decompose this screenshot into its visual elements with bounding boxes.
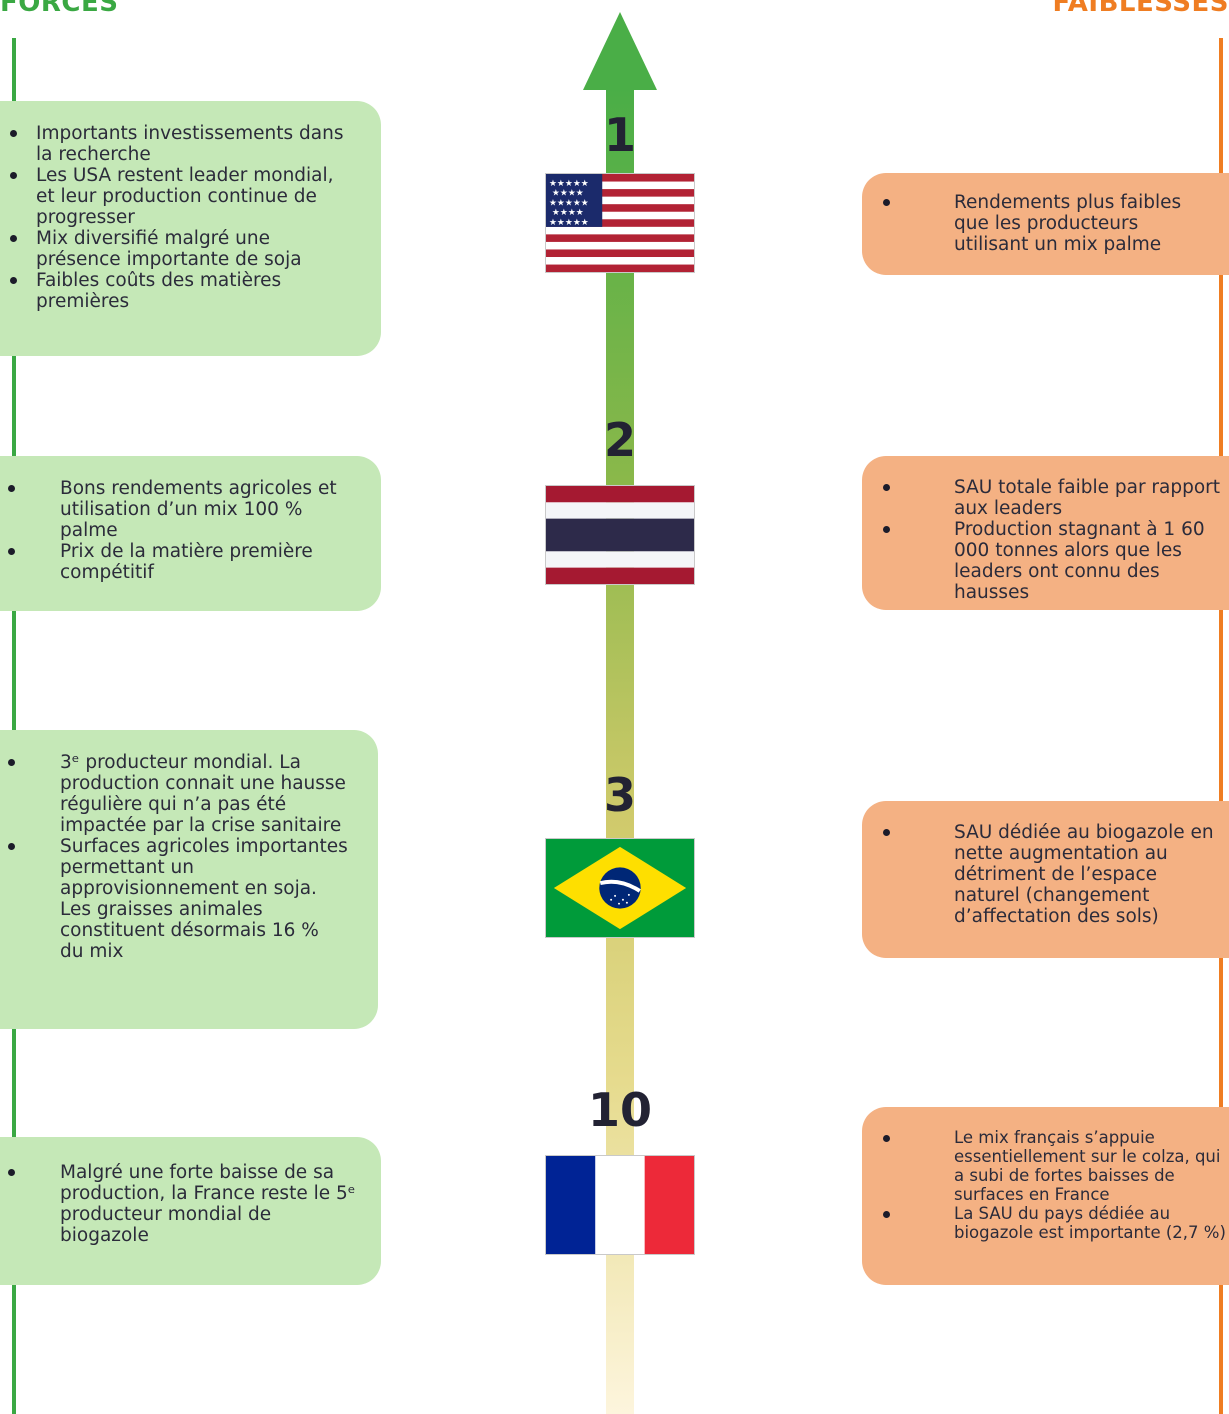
brazil-flag-icon: [545, 838, 695, 938]
rank-number-1: 1: [603, 108, 636, 162]
faiblesses-heading: FAIBLESSES: [1052, 0, 1229, 18]
forces-item: Faibles coûts des matières premières: [10, 270, 357, 312]
forces-heading: FORCES: [0, 0, 119, 18]
faiblesses-item: Le mix français s’appuie essentiellement…: [883, 1128, 1227, 1204]
svg-text:★★★★★: ★★★★★: [549, 218, 589, 228]
svg-text:★★★★: ★★★★: [552, 208, 584, 218]
faiblesses-axis-line: [1219, 38, 1223, 1414]
forces-item: Prix de la matière première compétitif: [8, 541, 361, 583]
thailand-flag-icon: [545, 485, 695, 585]
faiblesses-card-3: SAU dédiée au biogazole en nette augment…: [862, 801, 1229, 958]
forces-card-4: Malgré une forte baisse de sa production…: [0, 1137, 381, 1285]
forces-card-1: Importants investissements dans la reche…: [0, 101, 381, 356]
svg-text:★★★★★: ★★★★★: [549, 198, 589, 208]
france-flag-icon: [545, 1155, 695, 1255]
forces-axis-line: [12, 38, 16, 1414]
rank-number-2: 2: [603, 413, 636, 467]
faiblesses-item: Production stagnant à 1 60 000 tonnes al…: [883, 519, 1225, 603]
forces-card-3: 3ᵉ producteur mondial. La production con…: [0, 730, 378, 1029]
svg-text:★★★★: ★★★★: [552, 189, 584, 199]
svg-text:★★★★★: ★★★★★: [549, 179, 589, 189]
faiblesses-item: SAU dédiée au biogazole en nette augment…: [883, 822, 1225, 927]
faiblesses-item: SAU totale faible par rapport aux leader…: [883, 477, 1225, 519]
rank-number-3: 3: [603, 768, 636, 822]
forces-item: Surfaces agricoles importantes permettan…: [8, 836, 348, 962]
forces-item: 3ᵉ producteur mondial. La production con…: [8, 752, 348, 836]
forces-item: Bons rendements agricoles et utilisation…: [8, 478, 361, 541]
usa-flag-icon: ★★★★★★★★★ ★★★★★★★★★ ★★★★★: [545, 173, 695, 273]
faiblesses-item: Rendements plus faibles que les producte…: [883, 192, 1217, 255]
forces-item: Les USA restent leader mondial, et leur …: [10, 165, 357, 228]
faiblesses-card-4: Le mix français s’appuie essentiellement…: [862, 1107, 1229, 1285]
forces-card-2: Bons rendements agricoles et utilisation…: [0, 456, 381, 611]
forces-item: Malgré une forte baisse de sa production…: [8, 1162, 359, 1246]
forces-item: Mix diversifié malgré une présence impor…: [10, 228, 357, 270]
rank-number-10: 10: [587, 1083, 652, 1137]
faiblesses-item: La SAU du pays dédiée au biogazole est i…: [883, 1204, 1226, 1242]
faiblesses-card-1: Rendements plus faibles que les producte…: [862, 173, 1229, 275]
forces-item: Importants investissements dans la reche…: [10, 123, 357, 165]
faiblesses-card-2: SAU totale faible par rapport aux leader…: [862, 456, 1229, 610]
